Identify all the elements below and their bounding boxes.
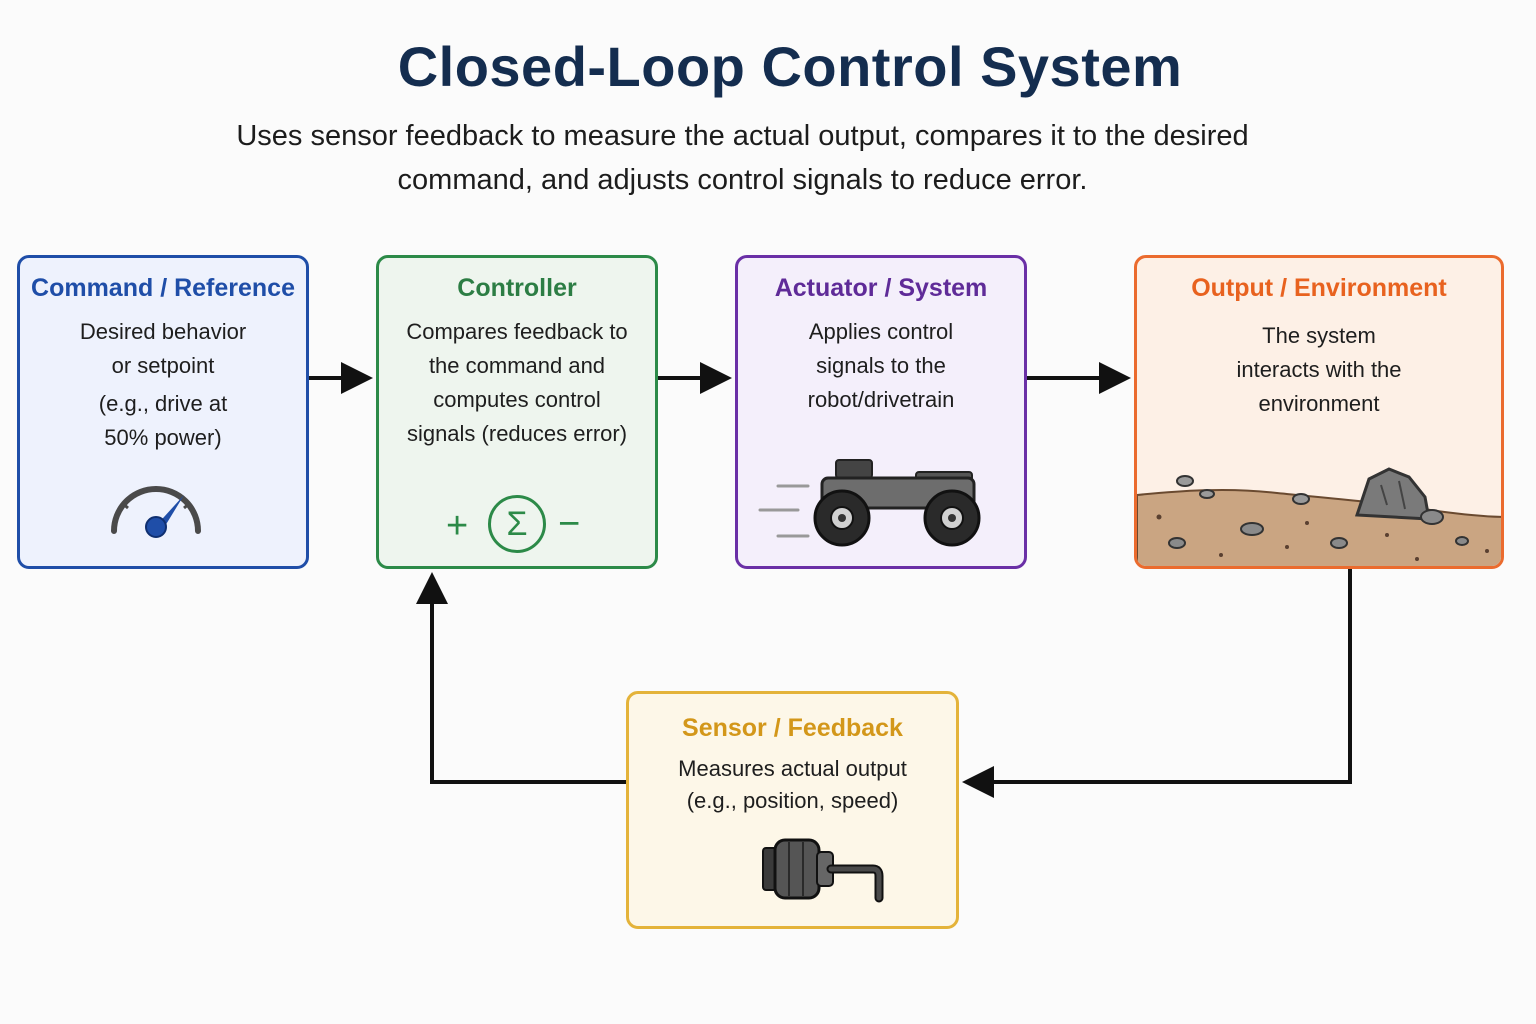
output-environment-title: Output / Environment [1191,274,1447,302]
sigma-symbol: Σ [506,505,528,543]
robot-vehicle-icon [758,459,981,547]
summation-circle: Σ [488,495,546,553]
actuator-system-title: Actuator / System [774,274,988,302]
command-reference-description: Desired behavior or setpoint [79,319,247,378]
output-environment-box: Output / Environment The system interact… [1134,255,1504,569]
arrow-output-to-sensor [962,569,1352,798]
encoder-sensor-icon [762,838,884,903]
actuator-system-box: Actuator / System Applies control signal… [735,255,1027,569]
sensor-feedback-box: Sensor / Feedback Measures actual output… [626,691,959,929]
actuator-system-description: Applies control signals to the robot/dri… [807,319,955,412]
terrain-icon [1137,467,1501,566]
diagram-title: Closed-Loop Control System [397,35,1183,98]
controller-title: Controller [457,274,577,302]
diagram-subtitle: Uses sensor feedback to measure the actu… [236,120,1249,196]
summation-icon: + Σ − [446,495,596,559]
minus-sign: − [558,503,581,545]
command-reference-example: (e.g., drive at 50% power) [98,391,228,450]
controller-box: Controller Compares feedback to the comm… [376,255,658,569]
controller-description: Compares feedback to the command and com… [406,319,628,446]
sensor-feedback-title: Sensor / Feedback [682,714,903,742]
sensor-feedback-description: Measures actual output (e.g., position, … [678,756,907,813]
speedometer-icon [111,486,201,538]
arrow-sensor-to-controller [416,572,626,784]
command-reference-title: Command / Reference [31,274,295,302]
output-environment-description: The system interacts with the environmen… [1236,323,1402,416]
plus-sign: + [446,505,469,547]
command-reference-box: Command / Reference Desired behavior or … [17,255,309,569]
